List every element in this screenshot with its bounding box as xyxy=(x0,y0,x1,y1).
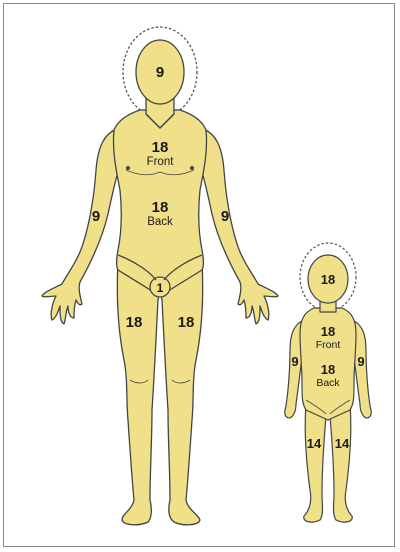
adult-left-arm-label: 9 xyxy=(92,208,100,225)
adult-right-leg-label: 18 xyxy=(178,314,195,331)
child-front-value: 18 xyxy=(321,324,335,339)
adult-figure xyxy=(42,27,278,525)
adult-right-arm xyxy=(200,128,278,324)
child-right-leg xyxy=(330,404,352,522)
adult-right-arm-label: 9 xyxy=(221,208,229,225)
child-left-leg-label: 14 xyxy=(307,436,322,451)
child-left-arm-label: 9 xyxy=(291,354,298,369)
adult-back-value: 18 xyxy=(152,199,169,216)
adult-left-leg xyxy=(117,262,160,525)
child-back-word: Back xyxy=(316,377,340,389)
adult-nipple-right xyxy=(191,167,194,170)
adult-front-value: 18 xyxy=(152,139,169,156)
child-head-label: 18 xyxy=(321,272,335,287)
child-right-arm-label: 9 xyxy=(357,354,364,369)
child-right-leg-label: 14 xyxy=(335,436,350,451)
adult-head-label: 9 xyxy=(156,64,164,81)
adult-nipple-left xyxy=(127,167,130,170)
adult-back-word: Back xyxy=(147,216,173,228)
child-left-leg xyxy=(304,404,326,522)
adult-front-word: Front xyxy=(147,156,175,168)
adult-right-leg xyxy=(160,262,203,525)
child-back-value: 18 xyxy=(321,362,335,377)
adult-left-leg-label: 18 xyxy=(126,314,143,331)
adult-left-arm xyxy=(42,128,120,324)
adult-groin-label: 1 xyxy=(157,281,164,295)
child-front-word: Front xyxy=(316,339,341,351)
